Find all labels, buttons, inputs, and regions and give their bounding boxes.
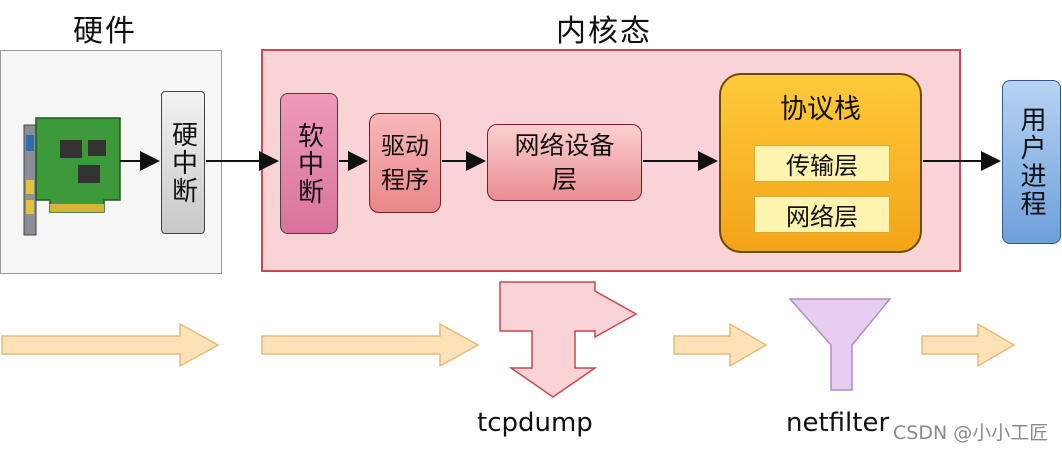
hardware-title: 硬件	[73, 14, 137, 49]
flow-arrow-3	[673, 322, 768, 368]
transport-layer-node: 传输层	[754, 145, 890, 182]
watermark: CSDN @小小工匠	[893, 422, 1049, 444]
tcpdump-split-arrow	[499, 281, 638, 398]
protocol-stack-title: 协议栈	[780, 94, 861, 125]
driver-label: 驱动程序	[381, 132, 429, 194]
kernel-title: 内核态	[556, 14, 652, 49]
network-layer-node: 网络层	[754, 196, 890, 233]
driver-node: 驱动程序	[369, 113, 441, 213]
hard-irq-node: 硬中断	[161, 91, 205, 234]
net-device-layer-node: 网络设备层	[487, 124, 642, 201]
netfilter-label: netfilter	[786, 408, 890, 438]
netfilter-funnel	[788, 298, 892, 391]
soft-irq-node: 软中断	[280, 93, 338, 234]
tcpdump-label: tcpdump	[477, 408, 593, 438]
protocol-stack-node: 协议栈 传输层 网络层	[719, 73, 922, 253]
user-process-node: 用户进程	[1002, 80, 1061, 244]
flow-arrow-2	[261, 322, 480, 368]
flow-arrow-4	[921, 322, 1016, 368]
flow-arrow-1	[1, 322, 220, 368]
net-device-layer-label: 网络设备层	[514, 130, 615, 194]
